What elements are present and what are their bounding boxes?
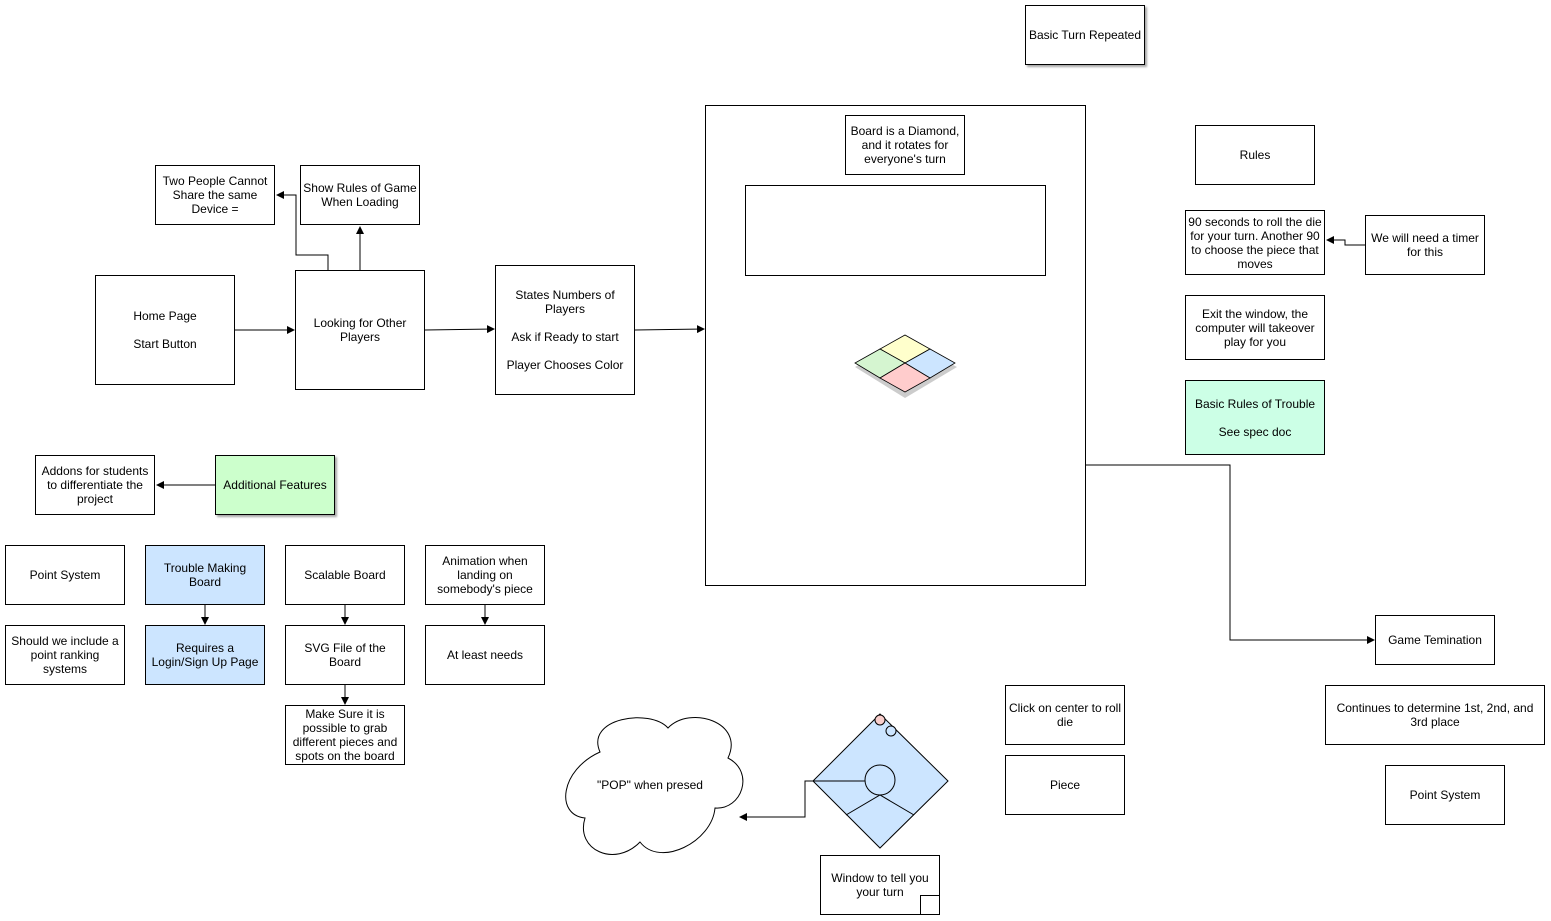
login-signup-node[interactable]: Requires a Login/Sign Up Page <box>145 625 265 685</box>
small-diamond-board <box>854 334 957 398</box>
window-corner-box <box>920 895 940 915</box>
animation-node[interactable]: Animation when landing on somebody's pie… <box>425 545 545 605</box>
game-termination-node[interactable]: Game Temination <box>1375 615 1495 665</box>
click-center-label: Click on center to roll die <box>1008 701 1122 729</box>
need-timer-node[interactable]: We will need a timer for this <box>1365 215 1485 275</box>
arrow-looking-to-states <box>424 325 495 334</box>
start-button-label: Start Button <box>133 337 197 351</box>
choose-color-label: Player Chooses Color <box>506 358 624 372</box>
board-diamond-label: Board is a Diamond, and it rotates for e… <box>850 124 960 166</box>
at-least-node[interactable]: At least needs <box>425 625 545 685</box>
arrow-looking-to-two-people <box>276 191 329 270</box>
make-sure-label: Make Sure it is possible to grab differe… <box>292 707 398 763</box>
basic-rules-label: Basic Rules of Trouble <box>1194 396 1316 411</box>
trouble-board-node[interactable]: Trouble Making Board <box>145 545 265 605</box>
ask-ready-label: Ask if Ready to start <box>511 330 619 344</box>
two-people-label: Two People Cannot Share the same Device … <box>162 174 268 216</box>
point-system-right-label: Point System <box>1409 788 1481 802</box>
make-sure-node[interactable]: Make Sure it is possible to grab differe… <box>285 705 405 765</box>
scalable-board-label: Scalable Board <box>304 568 386 582</box>
trouble-board-label: Trouble Making Board <box>163 561 247 589</box>
basic-turn-label: Basic Turn Repeated <box>1028 28 1142 42</box>
point-system-right-node[interactable]: Point System <box>1385 765 1505 825</box>
arrow-states-to-board <box>634 325 705 334</box>
piece-node[interactable]: Piece <box>1005 755 1125 815</box>
diamond-red <box>879 362 931 393</box>
animation-label: Animation when landing on somebody's pie… <box>437 554 533 596</box>
svg-file-node[interactable]: SVG File of the Board <box>285 625 405 685</box>
additional-features-label: Additional Features <box>223 478 327 492</box>
window-turn-label: Window to tell you your turn <box>831 871 929 899</box>
addons-label: Addons for students to differentiate the… <box>41 464 149 506</box>
piece-label: Piece <box>1049 778 1081 792</box>
at-least-label: At least needs <box>446 648 524 662</box>
point-system-left-label: Point System <box>29 568 101 582</box>
board-inner-rect <box>745 185 1046 276</box>
board-diamond-node[interactable]: Board is a Diamond, and it rotates for e… <box>845 115 965 175</box>
exit-window-label: Exit the window, the computer will takeo… <box>1195 306 1315 349</box>
show-rules-node[interactable]: Show Rules of Game When Loading <box>300 165 420 225</box>
login-signup-label: Requires a Login/Sign Up Page <box>151 641 259 669</box>
window-turn-node[interactable]: Window to tell you your turn <box>820 855 940 915</box>
rules-label: Rules <box>1239 148 1271 162</box>
show-rules-label: Show Rules of Game When Loading <box>303 181 417 209</box>
states-numbers-label: States Numbers of Players <box>515 288 615 316</box>
game-termination-label: Game Temination <box>1388 633 1482 647</box>
click-center-node[interactable]: Click on center to roll die <box>1005 685 1125 745</box>
arrow-timer <box>1326 236 1365 246</box>
arrow-board-to-termination <box>1085 464 1375 644</box>
point-system-left-node[interactable]: Point System <box>5 545 125 605</box>
need-timer-label: We will need a timer for this <box>1371 231 1479 259</box>
timer-90-label: 90 seconds to roll the die for your turn… <box>1188 214 1322 271</box>
scalable-board-node[interactable]: Scalable Board <box>285 545 405 605</box>
svg-file-label: SVG File of the Board <box>304 641 386 669</box>
pop-cloud-shape <box>565 717 744 855</box>
rules-node[interactable]: Rules <box>1195 125 1315 185</box>
large-diamond-board <box>812 713 949 849</box>
home-page-label: Home Page <box>133 309 197 323</box>
looking-players-label: Looking for Other Players <box>313 316 407 344</box>
pop-cloud-label: "POP" when presed <box>597 778 703 792</box>
exit-window-node[interactable]: Exit the window, the computer will takeo… <box>1185 295 1325 360</box>
two-people-node[interactable]: Two People Cannot Share the same Device … <box>155 165 275 225</box>
board-frame <box>705 105 1086 586</box>
basic-turn-repeated-node[interactable]: Basic Turn Repeated <box>1025 5 1145 65</box>
continues-node[interactable]: Continues to determine 1st, 2nd, and 3rd… <box>1325 685 1545 745</box>
board-center-circle <box>864 764 896 796</box>
point-ranking-node[interactable]: Should we include a point ranking system… <box>5 625 125 685</box>
point-ranking-label: Should we include a point ranking system… <box>11 634 119 676</box>
additional-features-node[interactable]: Additional Features <box>215 455 335 515</box>
spec-doc-label: See spec doc <box>1218 424 1292 439</box>
timer-90-node[interactable]: 90 seconds to roll the die for your turn… <box>1185 210 1325 275</box>
continues-label: Continues to determine 1st, 2nd, and 3rd… <box>1336 701 1534 729</box>
addons-node[interactable]: Addons for students to differentiate the… <box>35 455 155 515</box>
piece-blue <box>885 725 897 737</box>
arrow-board-to-cloud <box>739 780 813 821</box>
piece-red <box>874 714 886 726</box>
looking-players-node[interactable]: Looking for Other Players <box>295 270 425 390</box>
